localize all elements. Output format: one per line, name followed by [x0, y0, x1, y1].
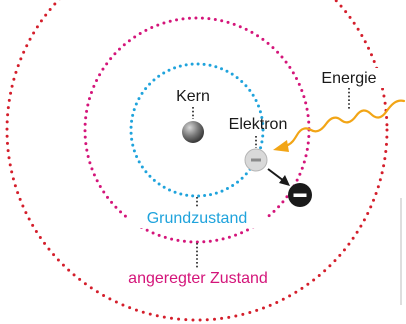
energy-label-bg [312, 68, 386, 88]
excited-state-label: angeregter Zustand [128, 270, 268, 287]
electron-ground-minus-icon [251, 158, 261, 162]
energy-wave [286, 99, 406, 147]
ground-state-orbit [129, 62, 265, 198]
electron-excited-minus-icon [293, 193, 307, 197]
nucleus-sphere [182, 121, 204, 143]
energy-label: Energie [321, 70, 376, 87]
electron-label: Elektron [229, 116, 288, 133]
outer-orbit-ring [5, 0, 389, 322]
nucleus-label: Kern [176, 88, 210, 105]
excited-label-bg [100, 266, 296, 288]
energy-arrowhead [273, 140, 289, 152]
electron-transition-arrow-shaft [267, 168, 285, 182]
ground-state-label: Grundzustand [147, 210, 248, 227]
ground-label-bg [128, 206, 266, 228]
electron-transition-arrowhead [279, 175, 290, 186]
